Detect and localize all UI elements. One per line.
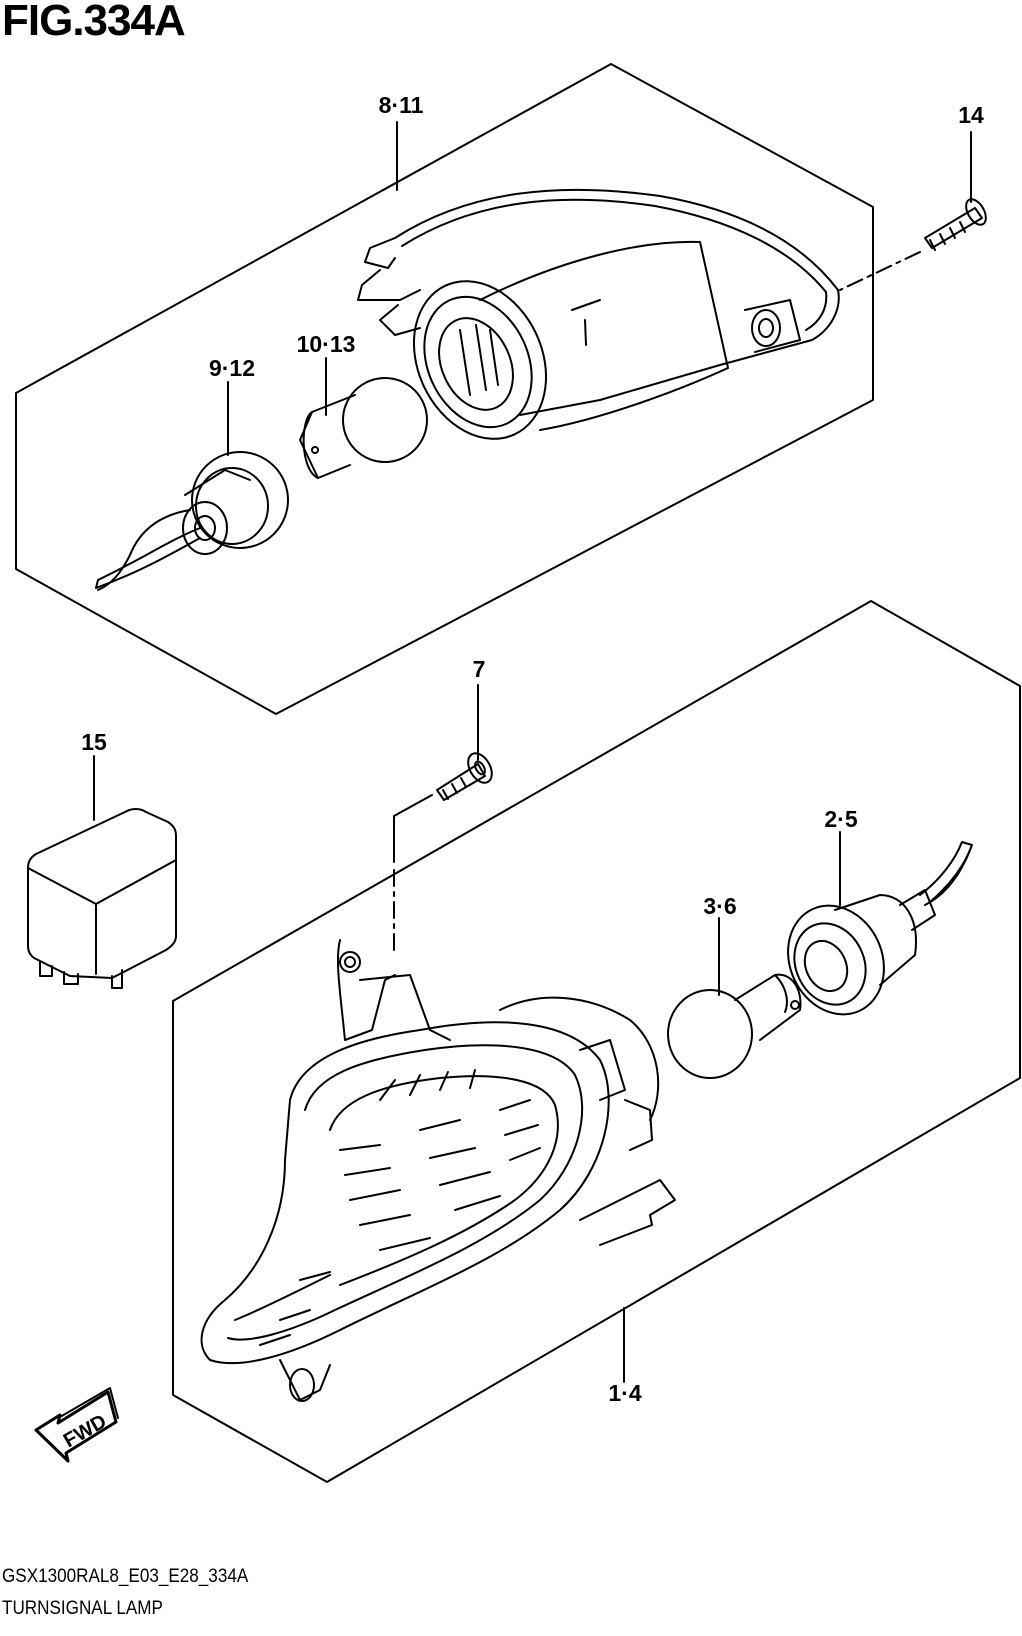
lower-bulb xyxy=(667,973,802,1079)
callout-15: 15 xyxy=(81,729,107,755)
upper-bulb xyxy=(299,377,428,479)
screw-14 xyxy=(924,198,987,251)
upper-lens-assembly xyxy=(357,188,840,440)
callout-1-4: 1·4 xyxy=(608,1380,642,1406)
callout-14: 14 xyxy=(958,102,984,128)
leader-14-dash xyxy=(839,251,921,291)
callout-8-11: 8·11 xyxy=(378,92,424,118)
relay-15 xyxy=(27,808,177,989)
screw-7 xyxy=(436,752,493,801)
diagram-code: GSX1300RAL8_E03_E28_334A xyxy=(2,1566,249,1587)
fwd-arrow-icon: FWD xyxy=(34,1387,119,1463)
callout-9-12: 9·12 xyxy=(208,355,256,381)
figure-title: FIG.334A xyxy=(2,0,186,45)
lower-socket xyxy=(787,841,973,1016)
callout-2-5: 2·5 xyxy=(824,806,858,832)
callout-3-6: 3·6 xyxy=(703,893,737,919)
callout-7: 7 xyxy=(472,656,486,682)
upper-group-frame xyxy=(15,63,874,715)
lower-group-frame xyxy=(172,600,1021,1483)
upper-socket xyxy=(95,451,289,591)
leader-7-bracket xyxy=(393,794,433,863)
diagram-caption: TURNSIGNAL LAMP xyxy=(2,1598,163,1619)
callout-10-13: 10·13 xyxy=(296,331,356,357)
lower-lamp-assembly xyxy=(200,939,676,1402)
